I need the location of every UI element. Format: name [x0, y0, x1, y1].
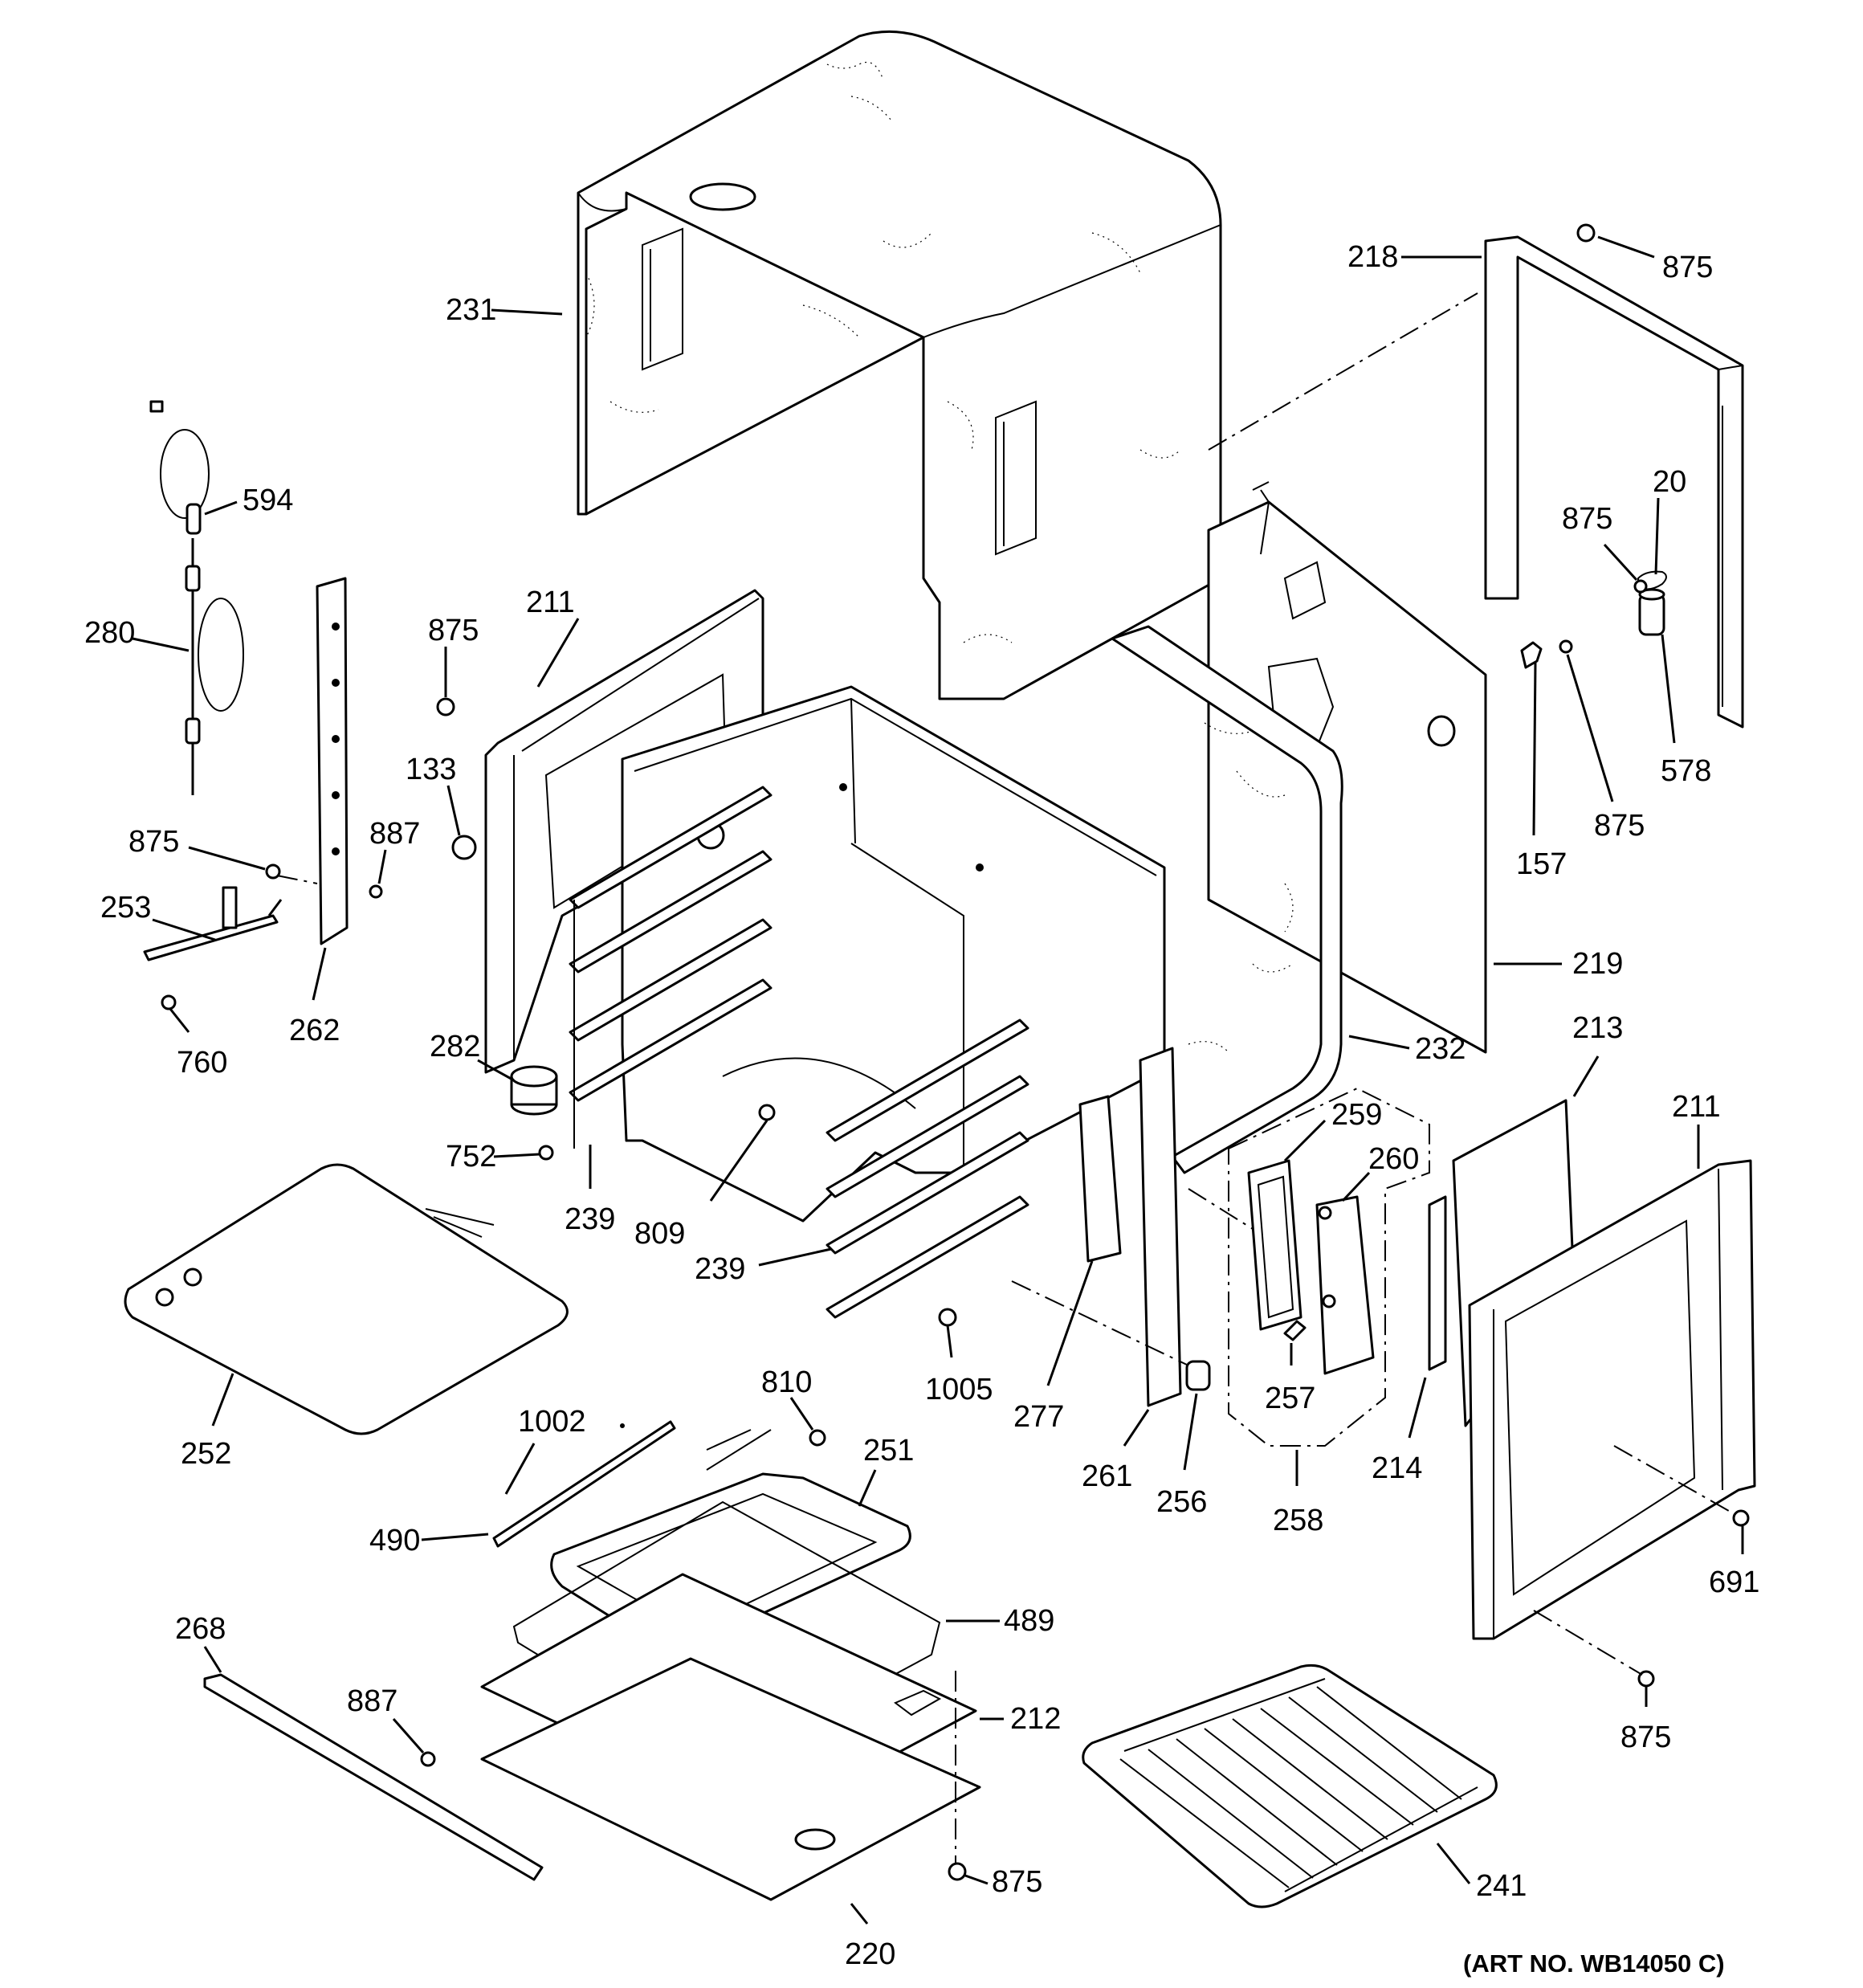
screw-875-bottom	[948, 1671, 989, 1885]
label-594: 594	[243, 484, 293, 517]
label-489: 489	[1004, 1604, 1054, 1638]
clip-20-part	[1637, 497, 1667, 590]
label-578: 578	[1661, 754, 1711, 788]
label-241: 241	[1476, 1869, 1527, 1903]
label-239-right: 239	[695, 1252, 745, 1286]
label-256: 256	[1156, 1485, 1207, 1519]
screw-1005-part	[938, 1308, 957, 1358]
label-280: 280	[84, 616, 135, 650]
trim-262-part	[312, 577, 349, 1001]
label-490: 490	[369, 1524, 420, 1557]
sensor-594-part	[149, 400, 238, 535]
screw-875-rear-low	[1559, 639, 1614, 802]
strip-261-part	[1123, 1047, 1182, 1447]
front-frame-right-part	[1468, 1125, 1756, 1640]
strip-268-part	[203, 1646, 544, 1881]
label-268: 268	[175, 1612, 226, 1646]
screw-875-rear-mid	[1603, 543, 1648, 594]
label-282: 282	[430, 1030, 480, 1063]
label-875-bottom: 875	[992, 1865, 1042, 1899]
label-875-rear-low: 875	[1594, 809, 1645, 843]
screw-691-part	[1732, 1509, 1750, 1554]
leader-232	[1348, 1035, 1410, 1050]
outer-top-wrapper-part	[577, 30, 1222, 700]
label-887-lower: 887	[347, 1684, 397, 1718]
label-218: 218	[1347, 240, 1398, 274]
label-258: 258	[1273, 1504, 1323, 1537]
bumper-256-part	[1183, 1360, 1211, 1471]
sensor-253-part	[143, 886, 283, 961]
label-252: 252	[181, 1437, 231, 1471]
screw-887-upper	[369, 849, 387, 899]
latch-assembly-258-group	[1228, 1087, 1430, 1486]
screw-887-lower	[392, 1718, 436, 1767]
label-220: 220	[845, 1937, 895, 1971]
label-875-right-low: 875	[1620, 1721, 1671, 1754]
switch-157-part	[1520, 641, 1543, 836]
label-262: 262	[289, 1014, 340, 1047]
label-810: 810	[761, 1365, 812, 1399]
screw-810-part	[789, 1397, 826, 1447]
label-232: 232	[1415, 1032, 1466, 1066]
label-875-rear-mid: 875	[1562, 502, 1612, 536]
gasket-214-part	[1408, 1195, 1447, 1439]
screw-875-frame	[436, 647, 455, 716]
label-887-upper: 887	[369, 817, 420, 851]
label-231: 231	[446, 293, 496, 327]
label-257: 257	[1265, 1382, 1315, 1415]
grommet-133-part	[446, 785, 477, 860]
label-212: 212	[1010, 1702, 1061, 1736]
label-809: 809	[634, 1217, 685, 1251]
art-number: (ART NO. WB14050 C)	[1463, 1949, 1725, 1978]
label-261: 261	[1082, 1459, 1132, 1493]
label-214: 214	[1372, 1451, 1422, 1485]
label-211-right: 211	[1672, 1090, 1721, 1124]
label-219: 219	[1572, 947, 1623, 981]
bottom-liner-220-part	[480, 1657, 981, 1925]
screw-875-top	[1576, 223, 1655, 259]
label-1002: 1002	[518, 1405, 586, 1439]
rack-support-right-part	[826, 1018, 1029, 1319]
screw-760-part	[161, 994, 190, 1033]
light-282-part	[477, 1059, 558, 1116]
hinge-277-part	[1046, 1095, 1122, 1386]
label-211-left: 211	[526, 586, 575, 619]
label-259: 259	[1331, 1098, 1382, 1132]
screw-752-part	[493, 1145, 554, 1161]
label-213: 213	[1572, 1011, 1623, 1045]
rack-support-left-part	[569, 786, 773, 1149]
screw-875-right-low	[1637, 1670, 1655, 1707]
bracket-489-part	[512, 1500, 1000, 1769]
oven-rack-241-part	[1082, 1663, 1498, 1908]
leader-211-left	[536, 618, 580, 688]
label-239-left: 239	[565, 1202, 615, 1236]
label-251: 251	[863, 1434, 914, 1468]
label-875-left: 875	[128, 825, 179, 859]
leader-239-right	[758, 1247, 832, 1267]
label-277: 277	[1013, 1400, 1064, 1434]
leader-251	[858, 1469, 877, 1507]
leader-231	[491, 308, 563, 316]
label-20: 20	[1653, 465, 1686, 499]
outer-side-wrapper-part	[1111, 625, 1343, 1174]
sensor-280-part	[132, 538, 244, 795]
label-1005: 1005	[925, 1373, 993, 1406]
label-875-top: 875	[1662, 251, 1713, 284]
label-133: 133	[406, 753, 456, 786]
screw-809-part	[709, 1104, 776, 1202]
capacitor-578-part	[1638, 588, 1676, 744]
label-260: 260	[1368, 1142, 1419, 1176]
rear-panel-parts	[1207, 235, 1744, 1054]
label-752: 752	[446, 1140, 496, 1174]
label-691: 691	[1709, 1565, 1759, 1599]
label-875-frame: 875	[428, 614, 479, 647]
bottom-panel-252-part	[124, 1163, 569, 1435]
label-253: 253	[100, 891, 151, 925]
label-157: 157	[1516, 847, 1567, 881]
label-760: 760	[177, 1046, 227, 1080]
screw-875-left	[188, 846, 281, 880]
strip-490-part	[421, 1420, 676, 1548]
